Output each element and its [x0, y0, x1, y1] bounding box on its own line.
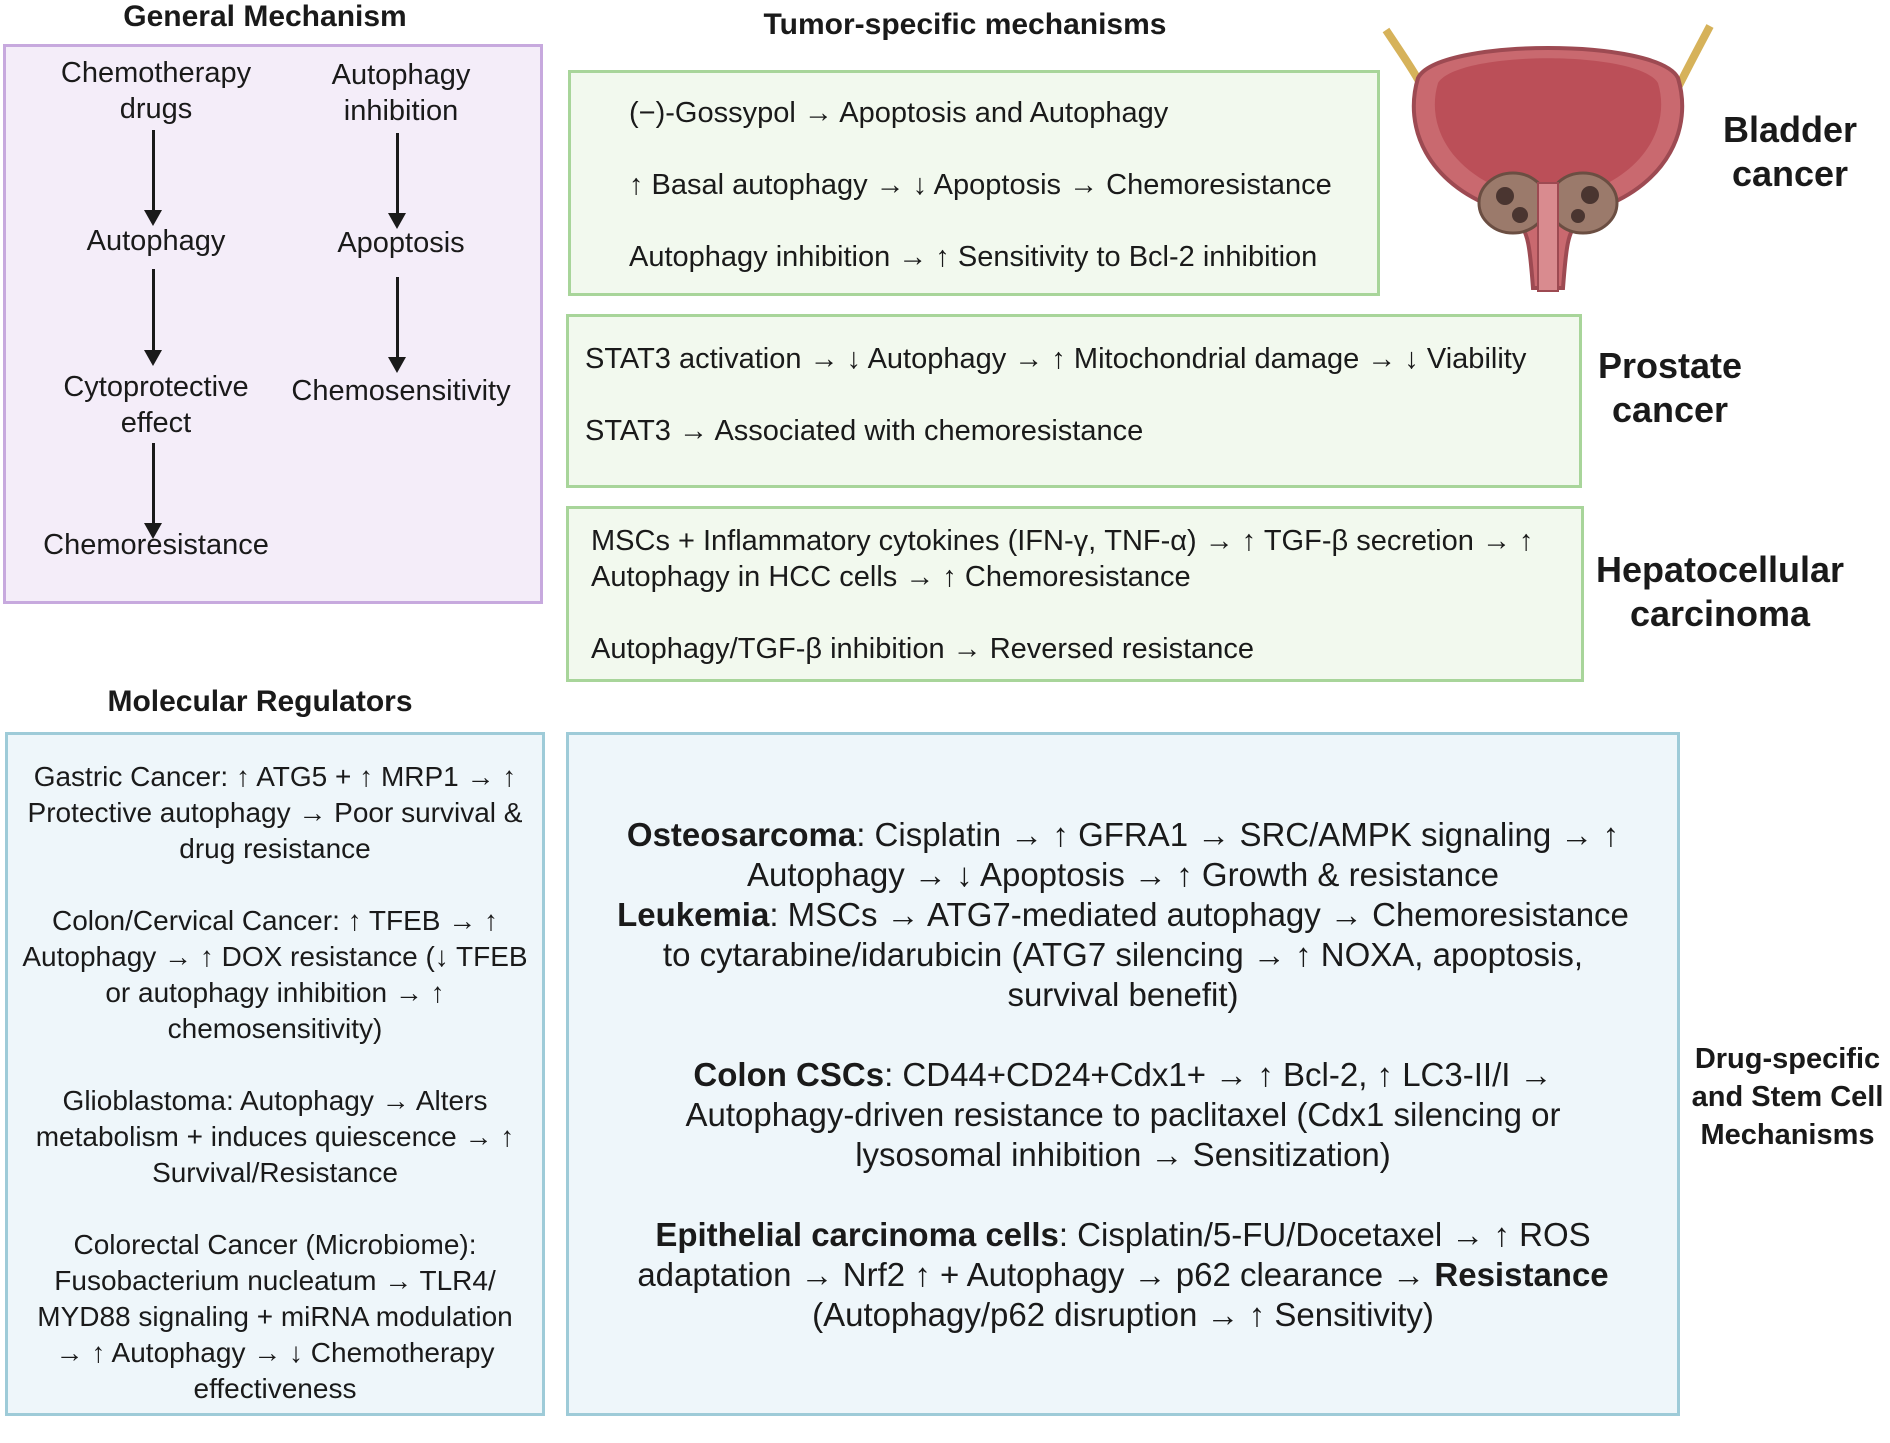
leukemia-name: Leukemia	[617, 896, 770, 933]
prostate-line-2: STAT3 → Associated with chemoresistance	[585, 415, 1144, 447]
hcc-line-2: Autophagy/TGF-β inhibition → Reversed re…	[591, 633, 1255, 665]
drug-specific-label: Drug-specific and Stem Cell Mechanisms	[1691, 1043, 1884, 1151]
node-chemoresistance: Chemoresistance	[43, 529, 269, 561]
arrow-inhibition-to-apoptosis	[388, 133, 406, 229]
molecular-regulators-title: Molecular Regulators	[107, 685, 413, 718]
bladder-line-1: (−)-Gossypol → Apoptosis and Autophagy	[629, 97, 1169, 129]
arrow-apoptosis-to-chemosensitivity	[388, 277, 406, 373]
drug-colon-cscs: Colon CSCs: CD44+CD24+Cdx1+ → ↑ Bcl-2, ↑…	[609, 1055, 1637, 1175]
osteosarcoma-text: : Cisplatin → ↑ GFRA1 → SRC/AMPK signali…	[746, 816, 1620, 893]
epithelial-resistance: Resistance	[1434, 1256, 1609, 1293]
general-mechanism-title: General Mechanism	[123, 0, 407, 33]
regulator-gastric: Gastric Cancer: ↑ ATG5 + ↑ MRP1 → ↑ Prot…	[27, 761, 523, 864]
molecular-regulators-box: Gastric Cancer: ↑ ATG5 + ↑ MRP1 → ↑ Prot…	[5, 732, 545, 1416]
hcc-line-1: MSCs + Inflammatory cytokines (IFN-γ, TN…	[591, 525, 1534, 593]
bladder-line-3: Autophagy inhibition → ↑ Sensitivity to …	[629, 241, 1318, 273]
bladder-cancer-box: (−)-Gossypol → Apoptosis and Autophagy ↑…	[568, 70, 1380, 296]
drug-specific-box: Osteosarcoma: Cisplatin → ↑ GFRA1 → SRC/…	[566, 732, 1680, 1416]
prostate-cancer-label: Prostate cancer	[1597, 345, 1743, 430]
regulator-colon-cervical: Colon/Cervical Cancer: ↑ TFEB → ↑ Autoph…	[22, 905, 528, 1044]
colon-cscs-text: : CD44+CD24+Cdx1+ → ↑ Bcl-2, ↑ LC3-II/I …	[685, 1056, 1561, 1173]
drug-osteosarcoma: Osteosarcoma: Cisplatin → ↑ GFRA1 → SRC/…	[609, 815, 1637, 895]
bladder-cancer-label: Bladder cancer	[1722, 109, 1858, 194]
leukemia-text: : MSCs → ATG7-mediated autophagy → Chemo…	[662, 896, 1629, 1013]
arrow-autophagy-to-cytoprotective	[144, 269, 162, 366]
node-autophagy-inhibition: Autophagy inhibition	[331, 59, 471, 127]
node-apoptosis: Apoptosis	[337, 227, 465, 259]
node-autophagy: Autophagy	[86, 225, 226, 257]
osteosarcoma-name: Osteosarcoma	[626, 816, 857, 853]
arrow-drugs-to-autophagy	[144, 130, 162, 226]
epithelial-text-2: (Autophagy/p62 disruption → ↑ Sensitivit…	[812, 1296, 1434, 1333]
general-mechanism-box: Chemotherapy drugs Autophagy Cytoprotect…	[3, 44, 543, 604]
drug-epithelial: Epithelial carcinoma cells: Cisplatin/5-…	[609, 1215, 1637, 1335]
node-cytoprotective-effect: Cytoprotective effect	[63, 371, 249, 439]
prostate-line-1: STAT3 activation → ↓ Autophagy → ↑ Mitoc…	[585, 343, 1527, 375]
hcc-box: MSCs + Inflammatory cytokines (IFN-γ, TN…	[566, 506, 1584, 682]
node-chemotherapy-drugs: Chemotherapy drugs	[60, 57, 252, 125]
node-chemosensitivity: Chemosensitivity	[291, 375, 511, 407]
hcc-label: Hepatocellular carcinoma	[1595, 549, 1845, 634]
bladder-illustration	[1382, 24, 1714, 292]
regulator-colorectal-microbiome: Colorectal Cancer (Microbiome): Fusobact…	[37, 1229, 513, 1404]
epithelial-text: : Cisplatin/5-FU/Docetaxel → ↑ ROS adapt…	[637, 1216, 1591, 1293]
epithelial-name: Epithelial carcinoma cells	[655, 1216, 1059, 1253]
regulator-glioblastoma: Glioblastoma: Autophagy → Alters metabol…	[35, 1085, 515, 1188]
drug-leukemia: Leukemia: MSCs → ATG7-mediated autophagy…	[609, 895, 1637, 1015]
tumor-specific-title: Tumor-specific mechanisms	[763, 8, 1167, 41]
prostate-cancer-box: STAT3 activation → ↓ Autophagy → ↑ Mitoc…	[566, 314, 1582, 488]
arrow-cytoprotective-to-chemoresistance	[144, 443, 162, 539]
colon-cscs-name: Colon CSCs	[693, 1056, 885, 1093]
bladder-line-2: ↑ Basal autophagy → ↓ Apoptosis → Chemor…	[629, 169, 1332, 201]
